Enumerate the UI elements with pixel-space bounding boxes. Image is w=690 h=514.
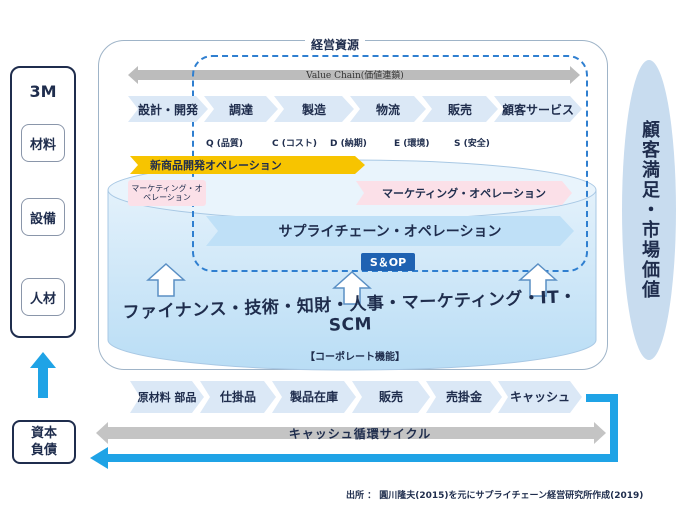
material-box: 材料 <box>21 124 65 162</box>
process-manufacturing: 製造 <box>274 96 354 122</box>
up-arrow-icon <box>30 352 56 398</box>
people-box: 人材 <box>21 278 65 316</box>
chain-wip: 仕掛品 <box>200 381 276 413</box>
chain-cash: キャッシュ <box>498 381 582 413</box>
capital-label: 資本 <box>30 426 57 441</box>
value-chain-label: Value Chain(価値連鎖) <box>306 71 404 81</box>
customer-satisfaction-ellipse: 顧客満足・市場価値 <box>622 60 676 360</box>
chain-product-inventory: 製品在庫 <box>272 381 356 413</box>
snop-badge: S＆OP <box>361 253 415 271</box>
new-product-operation: 新商品開発オペレーション <box>130 156 365 174</box>
cash-cycle-grey-arrow <box>96 422 606 444</box>
capital-liabilities-box: 資本 負債 <box>12 420 76 464</box>
liabilities-label: 負債 <box>30 443 57 458</box>
equipment-box: 設備 <box>21 198 65 236</box>
qcdes-safety: S (安全) <box>454 139 490 149</box>
qcdes-quality: Q (品質) <box>206 139 244 149</box>
cash-cycle-label: キャッシュ循環サイクル <box>288 427 432 441</box>
marketing-operation-small: マーケティング・オペレーション <box>128 180 206 206</box>
chain-receivables: 売掛金 <box>426 381 502 413</box>
process-logistics: 物流 <box>350 96 426 122</box>
three-m-panel: 3M 材料 設備 人材 <box>10 66 76 338</box>
three-m-title: 3M <box>29 82 57 101</box>
customer-satisfaction-label: 顧客満足・市場価値 <box>639 120 660 300</box>
qcdes-cost: C (コスト) <box>272 139 317 149</box>
process-design-dev: 設計・開発 <box>128 96 208 122</box>
chain-raw-materials: 原材料 部品 <box>130 381 204 413</box>
management-resources-title: 経営資源 <box>305 36 366 53</box>
process-sales: 販売 <box>422 96 498 122</box>
value-chain-arrow <box>128 66 580 84</box>
cash-cycle-blue-arrow <box>90 394 618 469</box>
process-customer-service: 顧客サービス <box>494 96 582 122</box>
supply-chain-operation: サプライチェーン・オペレーション <box>206 216 574 246</box>
chain-sales: 販売 <box>352 381 430 413</box>
qcdes-environment: E (環境) <box>394 139 430 149</box>
up-hollow-arrow-icon <box>332 270 372 305</box>
marketing-operation: マーケティング・オペレーション <box>356 181 572 205</box>
up-hollow-arrow-icon <box>146 262 186 297</box>
up-hollow-arrow-icon <box>518 262 558 297</box>
corporate-function-label: 【コーポレート機能】 <box>305 352 405 363</box>
source-note: 出所 ： 圓川隆夫(2015)を元にサプライチェーン経営研究所作成(2019) <box>346 491 644 501</box>
qcdes-delivery: D (納期) <box>330 139 367 149</box>
process-procurement: 調達 <box>204 96 278 122</box>
